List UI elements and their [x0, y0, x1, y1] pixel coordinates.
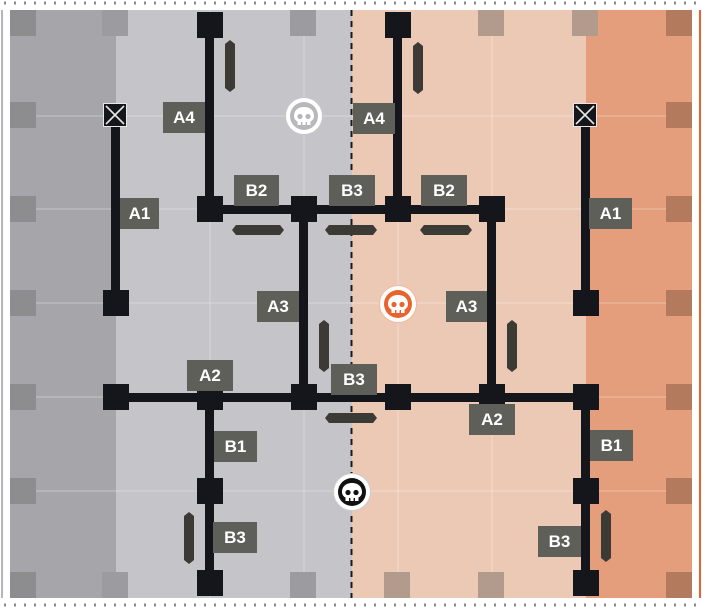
- position-label: B2: [421, 175, 467, 206]
- edge-marker: [384, 572, 410, 598]
- wall-node: [197, 478, 223, 504]
- wall-node: [479, 196, 505, 222]
- edge-marker: [572, 10, 598, 36]
- edge-marker: [666, 478, 692, 504]
- position-label: B2: [234, 175, 279, 206]
- cover-vertical: [225, 40, 235, 92]
- wall-node: [103, 290, 129, 316]
- position-label: A4: [353, 103, 395, 134]
- cover-horizontal: [232, 225, 284, 235]
- wall-node: [385, 196, 411, 222]
- wall-node: [291, 196, 317, 222]
- wall-node: [197, 12, 223, 38]
- position-label: A3: [257, 291, 299, 322]
- wall-node: [197, 196, 223, 222]
- wall-node: [197, 570, 223, 596]
- cross-box-icon: [103, 103, 127, 127]
- edge-marker: [290, 10, 316, 36]
- skull-icon: [379, 285, 417, 323]
- skull-icon: [285, 97, 323, 135]
- position-label: B3: [213, 522, 257, 553]
- position-label: B1: [214, 431, 257, 462]
- cover-horizontal: [420, 225, 472, 235]
- edge-marker: [666, 196, 692, 222]
- edge-marker: [666, 572, 692, 598]
- edge-marker: [666, 10, 692, 36]
- cover-horizontal: [325, 413, 377, 423]
- edge-marker: [10, 572, 36, 598]
- cover-vertical: [601, 510, 611, 562]
- edge-marker: [10, 196, 36, 222]
- edge-marker: [102, 572, 128, 598]
- cover-vertical: [184, 512, 194, 564]
- position-label: B3: [331, 364, 377, 395]
- cover-vertical: [319, 320, 329, 372]
- edge-marker: [478, 10, 504, 36]
- position-label: B3: [329, 175, 375, 206]
- wall: [205, 24, 214, 210]
- edge-marker: [10, 290, 36, 316]
- edge-marker: [10, 10, 36, 36]
- wall-node: [573, 478, 599, 504]
- edge-marker: [666, 290, 692, 316]
- position-label: A3: [446, 291, 487, 322]
- wall-node: [573, 384, 599, 410]
- position-label: A2: [187, 360, 233, 391]
- edge-marker: [102, 10, 128, 36]
- position-label: A2: [469, 404, 515, 435]
- edge-marker: [666, 102, 692, 128]
- cover-vertical: [413, 42, 423, 94]
- edge-marker: [10, 384, 36, 410]
- wall-node: [385, 384, 411, 410]
- wall: [487, 210, 496, 398]
- wall-node: [291, 384, 317, 410]
- wall-node: [103, 384, 129, 410]
- edge-marker: [10, 478, 36, 504]
- wall: [210, 205, 492, 214]
- wall-node: [573, 570, 599, 596]
- wall: [111, 116, 120, 304]
- wall: [581, 116, 590, 304]
- wall: [393, 24, 402, 210]
- cover-horizontal: [325, 225, 377, 235]
- position-label: B1: [590, 430, 633, 461]
- skull-icon: [333, 473, 371, 511]
- wall-node: [385, 12, 411, 38]
- position-label: A4: [163, 102, 205, 133]
- wall: [116, 393, 586, 402]
- position-label: A1: [120, 198, 159, 229]
- wall-node: [573, 290, 599, 316]
- wall: [299, 210, 308, 398]
- cover-vertical: [507, 320, 517, 372]
- edge-marker: [10, 102, 36, 128]
- position-label: A1: [589, 198, 632, 229]
- position-label: B3: [538, 526, 581, 557]
- cross-box-icon: [573, 103, 597, 127]
- edge-marker: [290, 572, 316, 598]
- edge-marker: [666, 384, 692, 410]
- edge-marker: [478, 572, 504, 598]
